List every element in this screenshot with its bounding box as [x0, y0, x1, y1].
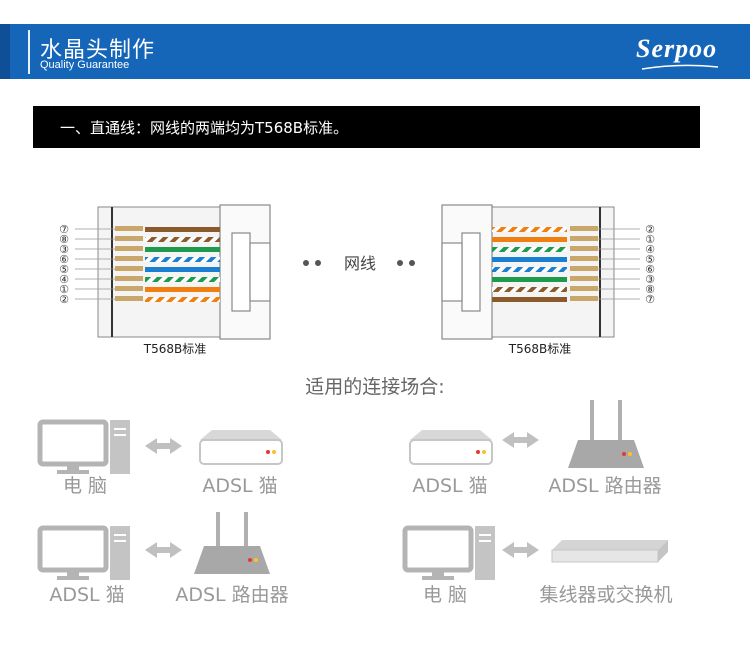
right-pin-number: ⑧: [645, 283, 655, 296]
connection-scenes: 电 脑 ADSL 猫 ADSL 猫 ADSL 路由器 ADSL 猫 ADSL 路…: [37, 400, 673, 606]
computer-icon: [37, 525, 130, 580]
modem-icon: [409, 430, 493, 465]
left-pin-number: ⑥: [59, 253, 69, 266]
double-arrow-icon: [502, 432, 539, 448]
header-accent: [0, 24, 10, 79]
page-title: 水晶头制作: [40, 38, 156, 63]
dot-icon: [303, 260, 309, 266]
label-modem: ADSL 猫: [202, 475, 277, 497]
right-pin-number: ①: [645, 233, 655, 246]
double-arrow-icon: [502, 542, 539, 558]
left-pin-number: ⑤: [59, 263, 69, 276]
scenes-heading: 适用的连接场合:: [305, 376, 445, 398]
section-bar: [33, 106, 700, 148]
cable-label: 网线: [344, 254, 376, 273]
right-pin-number: ⑦: [645, 293, 655, 306]
header-divider: [28, 30, 30, 74]
computer-icon: [37, 419, 130, 474]
right-pin-number: ⑤: [645, 253, 655, 266]
wiring-diagram: ⑦ ⑧ ③ ⑥ ⑤ ④ ① ② ② ① ④ ⑤ ⑥ ③ ⑧ ⑦ 网线 T568B…: [59, 204, 655, 356]
left-caption: T568B标准: [143, 342, 206, 356]
header-bar: [0, 24, 750, 79]
left-pin-number: ⑧: [59, 233, 69, 246]
page-subtitle: Quality Guarantee: [40, 59, 130, 71]
dot-icon: [409, 260, 415, 266]
right-connector: [441, 204, 640, 340]
double-arrow-icon: [145, 438, 182, 454]
right-caption: T568B标准: [508, 342, 571, 356]
label-modem: ADSL 猫: [49, 584, 124, 606]
left-pin-number: ②: [59, 293, 69, 306]
double-arrow-icon: [145, 542, 182, 558]
label-computer: 电 脑: [423, 584, 467, 606]
label-router: ADSL 路由器: [548, 475, 661, 497]
left-pin-number: ①: [59, 283, 69, 296]
switch-icon: [551, 540, 668, 563]
dot-icon: [397, 260, 403, 266]
router-icon: [568, 400, 644, 468]
computer-icon: [402, 525, 495, 580]
router-icon: [194, 512, 270, 574]
label-hub: 集线器或交换机: [539, 584, 672, 606]
left-connector: [75, 204, 271, 340]
left-pin-number: ④: [59, 273, 69, 286]
left-pin-number: ③: [59, 243, 69, 256]
right-pin-number: ④: [645, 243, 655, 256]
section-heading: 一、直通线：网线的两端均为T568B标准。: [60, 119, 349, 137]
left-pin-number: ⑦: [59, 223, 69, 236]
label-modem: ADSL 猫: [412, 475, 487, 497]
right-pin-number: ⑥: [645, 263, 655, 276]
brand-logo: Serpoo: [636, 34, 718, 63]
right-pin-number: ③: [645, 273, 655, 286]
logo-swoosh: [641, 64, 719, 70]
right-pin-number: ②: [645, 223, 655, 236]
label-router: ADSL 路由器: [175, 584, 288, 606]
modem-icon: [199, 430, 283, 465]
dot-icon: [315, 260, 321, 266]
label-computer: 电 脑: [63, 475, 107, 497]
